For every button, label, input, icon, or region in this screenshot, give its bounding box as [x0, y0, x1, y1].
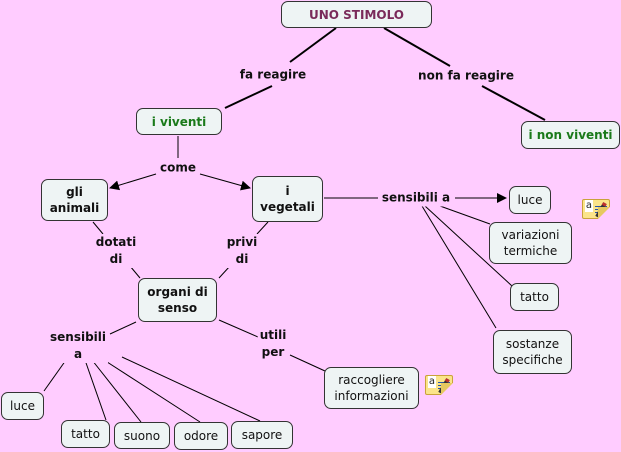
link-line	[91, 359, 142, 423]
link-label-sensibili-a-organi[interactable]: sensibili a	[47, 329, 109, 363]
link-line	[256, 221, 269, 235]
link-line	[421, 205, 497, 329]
note-fold	[441, 383, 453, 395]
note-icon[interactable]: a	[582, 199, 610, 219]
link-label-sensibili-a-vegetali[interactable]: sensibili a	[379, 189, 453, 207]
link-line	[109, 173, 157, 191]
link-label-privi-di[interactable]: privi di	[224, 234, 260, 268]
link-line	[92, 221, 104, 235]
concept-sostanze-specifiche[interactable]: sostanze specifiche	[493, 330, 572, 374]
note-fold	[598, 207, 610, 219]
link-line	[43, 359, 67, 392]
concept-i-viventi[interactable]: i viventi	[136, 108, 222, 135]
link-label-utili-per[interactable]: utili per	[257, 327, 289, 361]
concept-raccogliere-informazioni[interactable]: raccogliere informazioni	[324, 367, 419, 409]
concept-organi-di-senso[interactable]: organi di senso	[138, 278, 217, 322]
concept-org-sapore[interactable]: sapore	[231, 421, 293, 449]
link-line	[103, 359, 201, 423]
link-label-come[interactable]: come	[158, 159, 198, 177]
link-line	[289, 354, 326, 372]
link-line	[481, 85, 546, 121]
link-line	[129, 265, 141, 279]
link-line	[383, 27, 451, 67]
link-line	[424, 205, 513, 287]
link-label-fa-reagire[interactable]: fa reagire	[237, 66, 309, 84]
concept-veg-tatto[interactable]: tatto	[510, 283, 559, 311]
concept-uno-stimolo[interactable]: UNO STIMOLO	[281, 1, 432, 28]
link-line	[439, 205, 491, 225]
concept-i-non-viventi[interactable]: i non viventi	[521, 121, 620, 149]
link-label-non-fa-reagire[interactable]: non fa reagire	[416, 67, 516, 85]
link-line	[199, 173, 251, 191]
concept-org-odore[interactable]: odore	[174, 422, 228, 450]
concept-org-tatto[interactable]: tatto	[61, 420, 110, 448]
link-line	[218, 265, 231, 279]
note-letter: a	[585, 200, 593, 212]
concept-gli-animali[interactable]: gli animali	[41, 179, 108, 221]
link-label-dotati-di[interactable]: dotati di	[93, 234, 139, 268]
link-line	[121, 356, 261, 422]
concept-org-suono[interactable]: suono	[114, 422, 170, 449]
concept-org-luce[interactable]: luce	[1, 392, 44, 420]
concept-variazioni-termiche[interactable]: variazioni termiche	[489, 222, 572, 264]
link-line	[224, 85, 273, 109]
link-line	[84, 359, 107, 421]
link-line	[289, 27, 337, 63]
note-icon[interactable]: a	[425, 375, 453, 395]
concept-i-vegetali[interactable]: i vegetali	[252, 176, 323, 222]
link-line	[218, 319, 259, 338]
note-letter: a	[428, 376, 436, 388]
concept-veg-luce[interactable]: luce	[509, 186, 551, 214]
link-line	[109, 321, 137, 335]
